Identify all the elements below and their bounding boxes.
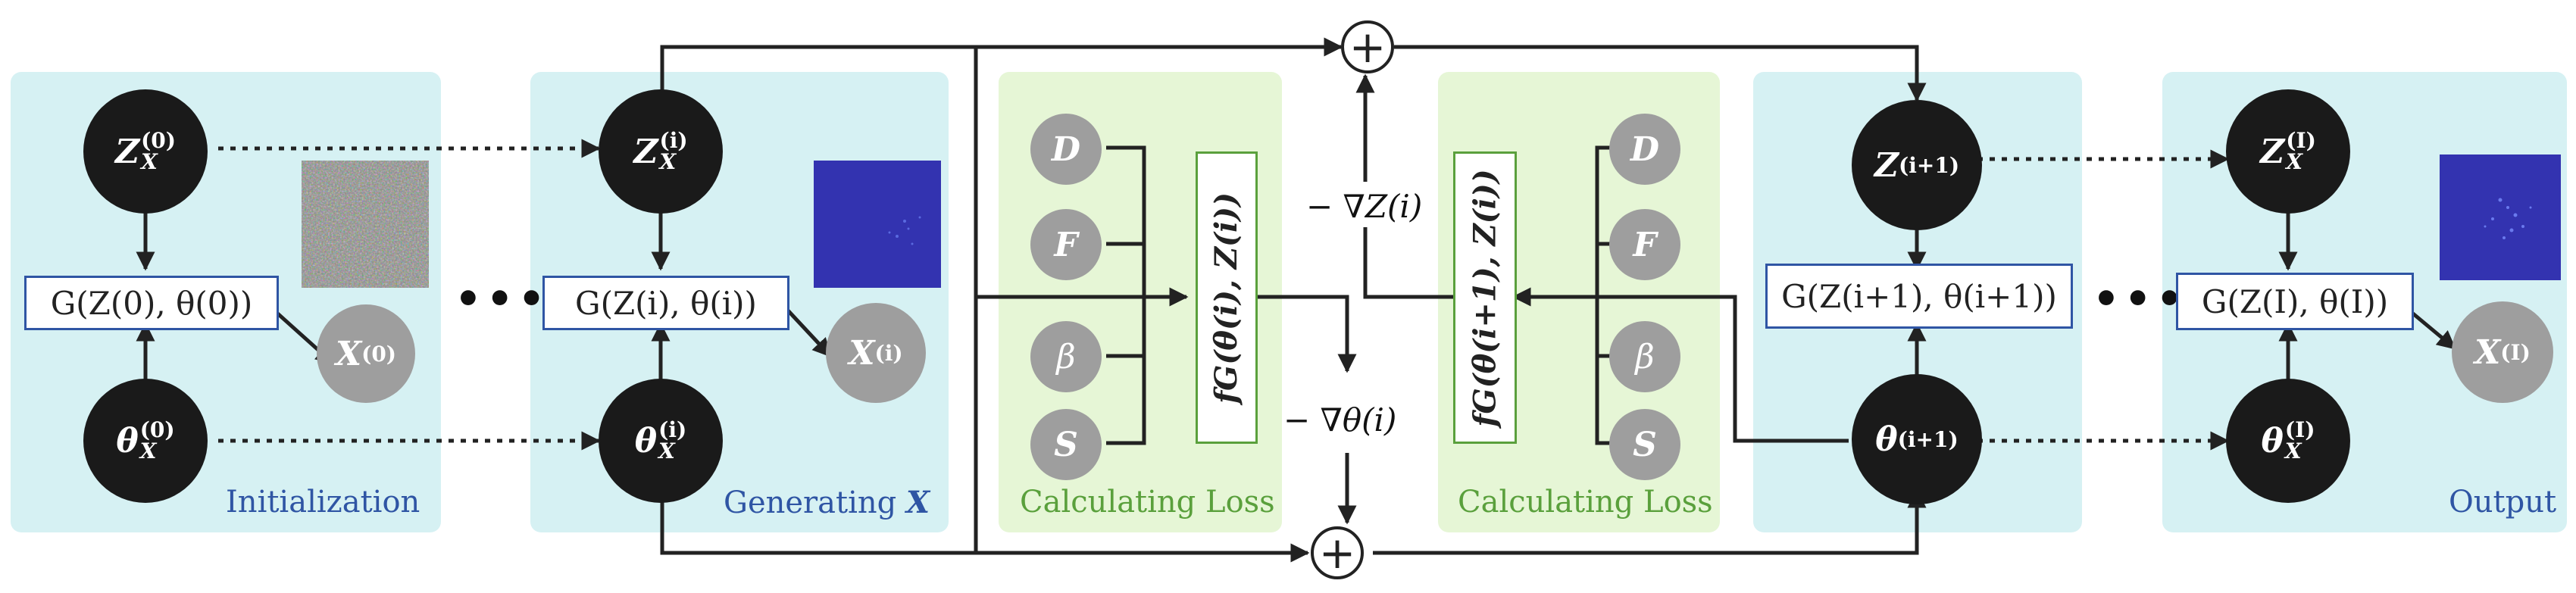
node-zi: Z(i)X [599, 89, 723, 214]
output-image [2440, 154, 2561, 280]
node-loss-beta-right: β [1609, 321, 1680, 392]
ellipsis-left: ••• [455, 274, 550, 324]
node-zI: Z(I)X [2226, 89, 2350, 214]
node-zi1: Z(i+1) [1852, 100, 1982, 230]
plus-bottom: + [1311, 526, 1364, 579]
node-thetaI: θ(I)X [2226, 379, 2350, 503]
ellipsis-right: ••• [2093, 274, 2188, 324]
node-thetai: θ(i)X [599, 379, 723, 503]
generated-image [814, 161, 941, 288]
generator-g0: G(Z(0), θ(0)) [24, 276, 279, 330]
node-loss-d-left: D [1030, 114, 1102, 185]
node-z0: Z(0)X [83, 89, 208, 214]
node-loss-s-left: S [1030, 409, 1102, 480]
node-thetai1: θ(i+1) [1852, 374, 1982, 504]
label-loss-left: Calculating Loss [1020, 485, 1275, 520]
node-loss-s-right: S [1609, 409, 1680, 480]
label-loss-right: Calculating Loss [1458, 485, 1713, 520]
loss-function-left: fG(θ(i), Z(i)) [1196, 151, 1258, 444]
generator-gI: G(Z(I), θ(I)) [2176, 273, 2414, 330]
generator-gi: G(Z(i), θ(i)) [542, 276, 789, 330]
generator-gi1: G(Z(i+1), θ(i+1)) [1765, 264, 2073, 329]
node-loss-beta-left: β [1030, 321, 1102, 392]
loss-function-right: fG(θ(i+1), Z(i)) [1453, 151, 1517, 444]
node-xI: X(I) [2452, 301, 2553, 403]
label-initialization: Initialization [226, 485, 420, 520]
noise-image [302, 161, 429, 288]
gradient-theta-label: − ∇θ(i) [1283, 401, 1397, 439]
node-loss-f-left: F [1030, 209, 1102, 280]
node-theta0: θ(0)X [83, 379, 208, 503]
node-xi: X(i) [826, 303, 926, 403]
node-x0: X(0) [317, 304, 415, 403]
label-generating: Generating X [724, 485, 930, 520]
label-output: Output [2449, 485, 2557, 520]
plus-top: + [1341, 20, 1394, 73]
gradient-z-label: − ∇Z(i) [1306, 188, 1423, 225]
node-loss-f-right: F [1609, 209, 1680, 280]
node-loss-d-right: D [1609, 114, 1680, 185]
